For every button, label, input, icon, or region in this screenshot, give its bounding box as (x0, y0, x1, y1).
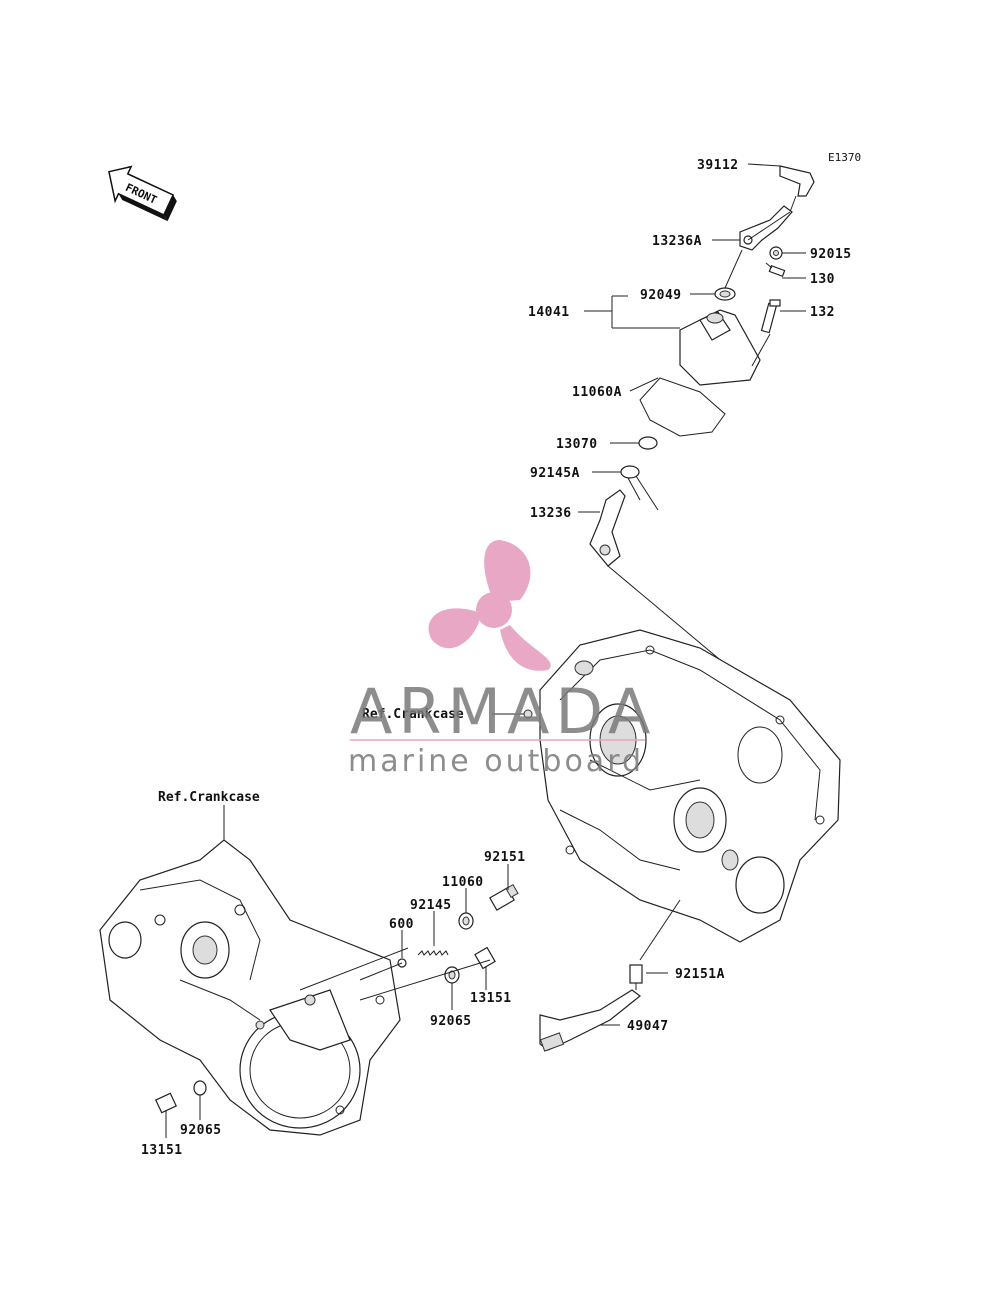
watermark-tagline: marine outboard (348, 744, 644, 779)
label-11060: 11060 (442, 875, 484, 890)
diagram-code: E1370 (828, 151, 861, 164)
label-600: 600 (389, 917, 414, 932)
left-crankcase (99, 839, 401, 1136)
label-92015: 92015 (810, 247, 852, 262)
o-ring-11060 (458, 912, 474, 930)
switch-92151 (489, 883, 519, 911)
label-49047: 49047 (627, 1019, 669, 1034)
label-92145A: 92145A (530, 466, 580, 481)
bushing-part (638, 436, 658, 450)
shift-lever-part (779, 165, 815, 213)
oil-seal-part (714, 287, 736, 301)
switch-92151A (629, 964, 643, 984)
cover-gasket-part (639, 377, 726, 437)
label-92145: 92145 (410, 898, 452, 913)
label-13236: 13236 (530, 506, 572, 521)
sensor-13151-upper (474, 946, 496, 970)
label-92065-upper: 92065 (430, 1014, 472, 1029)
watermark-brand: ARMADA (350, 675, 656, 748)
nut-part (769, 246, 783, 260)
sensor-13151-lower (154, 1092, 178, 1114)
label-92151: 92151 (484, 850, 526, 865)
right-crankcase (523, 629, 841, 943)
label-11060A: 11060A (572, 385, 622, 400)
label-92151A: 92151A (675, 967, 725, 982)
washer-92065-upper (444, 966, 460, 984)
label-ref-crankcase-lower: Ref.Crankcase (158, 790, 260, 805)
front-arrow-icon: FRONT (108, 165, 177, 222)
label-13151-upper: 13151 (470, 991, 512, 1006)
return-spring-part (620, 465, 659, 511)
shift-drum-49047 (539, 989, 641, 1052)
label-92065-lower: 92065 (180, 1123, 222, 1138)
bolt-part (765, 262, 786, 277)
label-130: 130 (810, 272, 835, 287)
washer-92065-lower (193, 1080, 207, 1096)
label-132: 132 (810, 305, 835, 320)
label-92049: 92049 (640, 288, 682, 303)
label-14041: 14041 (528, 305, 570, 320)
cover-bolt-part (760, 299, 781, 334)
lower-leader-lines (165, 805, 681, 1138)
shift-cover-part (679, 309, 761, 386)
shift-shaft-part (589, 489, 626, 567)
label-13151-lower: 13151 (141, 1143, 183, 1158)
label-39112: 39112 (697, 158, 739, 173)
armada-logo-icon (428, 540, 551, 671)
label-13236A: 13236A (652, 234, 702, 249)
label-ref-crankcase-upper: Ref.Crankcase (362, 707, 464, 722)
spring-92145 (417, 950, 449, 956)
label-13070: 13070 (556, 437, 598, 452)
